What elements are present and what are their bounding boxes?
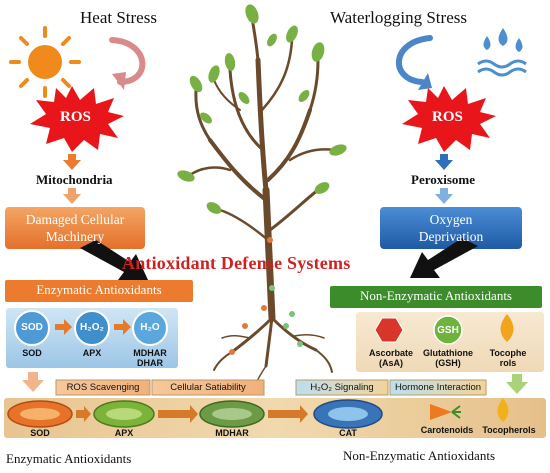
strip-label-sod: SOD [30, 428, 50, 438]
damaged-machinery-line1: Damaged Cellular [25, 212, 125, 227]
tocopherols-label-top: Tocophe [489, 348, 527, 358]
ros-burst-right [402, 86, 496, 152]
root-nodules [229, 237, 303, 355]
h2o-bubble-label: H₂O [140, 322, 160, 333]
glutathione-icon [433, 315, 463, 345]
carrot-leaves-icon [451, 405, 461, 419]
strip-arrow-3 [268, 405, 308, 423]
oxygen-deprivation-line1: Oxygen [429, 212, 473, 227]
h2o2-bubble [74, 310, 110, 346]
strip-arrow-1 [76, 406, 91, 422]
tree-leaves [177, 4, 347, 214]
mitochondria-label: Mitochondria [36, 172, 113, 187]
arrow-down-left-2 [63, 188, 81, 204]
strip-label-cat: CAT [339, 428, 357, 438]
tag-bg-4 [389, 379, 487, 396]
tag-h2o2-signaling: H₂O₂ Signaling [310, 382, 374, 393]
peroxisome-label: Peroxisome [411, 172, 476, 187]
center-title: Antioxidant Defense Systems [122, 253, 351, 273]
tag-bg-3 [295, 379, 389, 396]
carrot-icon [430, 404, 452, 420]
arrow-right-2 [114, 319, 131, 335]
tocopherol-drop-icon [500, 314, 514, 342]
waterlogging-stress-label: Waterlogging Stress [330, 8, 467, 27]
h2o-bubble [132, 310, 168, 346]
arrow-down-right-2 [435, 188, 453, 204]
sod-bubble [14, 310, 50, 346]
enzyme-label-sod: SOD [22, 348, 42, 358]
black-arrow-left [80, 240, 148, 280]
arrow-down-left-3 [22, 372, 44, 392]
glutathione-label: Glutathione [423, 348, 473, 358]
strip-arrow-2 [158, 405, 198, 423]
tag-bg-1 [55, 379, 151, 396]
strip-label-tocopherols: Tocopherols [482, 425, 536, 435]
oil-drop-icon [497, 398, 509, 422]
enzyme-label-apx: APX [82, 348, 102, 358]
oxygen-deprivation-line2: Deprivation [418, 229, 484, 244]
black-arrow-right [410, 238, 478, 278]
damaged-machinery-box: Damaged Cellular Machinery [5, 207, 145, 249]
cycle-arrow-icon-right [395, 35, 433, 90]
tag-bg-2 [151, 379, 265, 396]
sod-bubble-label: SOD [21, 322, 43, 333]
footer-enzymatic: Enzymatic Antioxidants [6, 451, 132, 466]
glutathione-abbrev: (GSH) [435, 358, 461, 368]
arrow-down-left-1 [63, 154, 81, 170]
ascorbate-label: Ascorbate [368, 348, 413, 358]
h2o2-bubble-label: H₂O₂ [80, 322, 104, 333]
oxygen-deprivation-box: Oxygen Deprivation [380, 207, 522, 249]
tag-cellular-satiability: Cellular Satiability [170, 382, 246, 393]
arrow-down-right-3 [506, 374, 528, 394]
arrow-right-1 [55, 319, 72, 335]
ros-burst-left [30, 86, 124, 152]
arrow-down-right-1 [435, 154, 453, 170]
ros-label-left: ROS [60, 109, 91, 125]
tag-ros-scavenging: ROS Scavenging [66, 382, 140, 393]
gsh-icon-label: GSH [437, 325, 459, 336]
enzymatic-banner: Enzymatic Antioxidants [36, 282, 162, 297]
footer-non-enzymatic: Non-Enzymatic Antioxidants [343, 448, 496, 463]
non-enzymatic-banner: Non-Enzymatic Antioxidants [359, 288, 512, 303]
damaged-machinery-box-bg [5, 207, 145, 249]
oxygen-deprivation-box-bg [380, 207, 522, 249]
water-drops-icon [477, 28, 527, 77]
strip-label-mdhar: MDHAR [215, 428, 249, 438]
tocopherols-label-bottom: rols [499, 358, 517, 368]
heat-stress-label: Heat Stress [80, 8, 157, 27]
enzymatic-banner-bg [5, 280, 193, 302]
ascorbate-abbrev: (AsA) [379, 358, 403, 368]
cycle-arrow-icon-left [109, 37, 146, 90]
strip-label-apx: APX [114, 428, 134, 438]
ascorbate-hex-icon [374, 317, 404, 343]
non-enzymatic-banner-bg [330, 286, 542, 308]
ros-label-right: ROS [432, 109, 463, 125]
tag-hormone-interaction: Hormone Interaction [394, 382, 482, 393]
sun-icon [9, 26, 81, 98]
enzyme-label-dhar: DHAR [137, 358, 163, 368]
damaged-machinery-line2: Machinery [45, 229, 105, 244]
enzyme-label-mdhar: MDHAR [133, 348, 167, 358]
strip-label-carotenoids: Carotenoids [420, 425, 474, 435]
